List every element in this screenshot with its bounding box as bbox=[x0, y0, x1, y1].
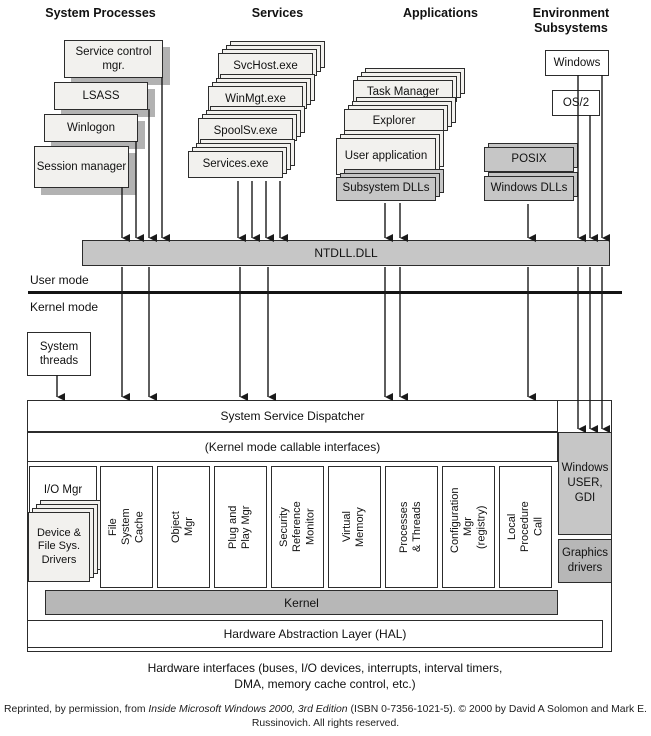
bar-system-service-dispatcher: System Service Dispatcher bbox=[27, 400, 558, 432]
box-session-manager: Session manager bbox=[34, 146, 129, 188]
bar-subsystem-dlls: Subsystem DLLs bbox=[336, 177, 436, 201]
box-windows-subsystem: Windows bbox=[545, 50, 609, 76]
box-system-threads: System threads bbox=[27, 332, 91, 376]
box-winlogon: Winlogon bbox=[44, 114, 138, 142]
box-lsass: LSASS bbox=[54, 82, 148, 110]
stack-windows-dlls: Windows DLLs bbox=[484, 172, 578, 201]
hardware-interfaces-note: Hardware interfaces (buses, I/O devices,… bbox=[147, 661, 503, 692]
label-kernel-mode: Kernel mode bbox=[30, 300, 99, 314]
bar-hal: Hardware Abstraction Layer (HAL) bbox=[27, 620, 603, 648]
stack-device-drivers: Device & File Sys. Drivers bbox=[28, 500, 102, 582]
column-header-applications: Applications bbox=[402, 6, 478, 20]
column-configuration-mgr: Configuration Mgr (registry) bbox=[442, 466, 495, 588]
column-header-services: Services bbox=[251, 6, 304, 20]
bar-windows-dlls: Windows DLLs bbox=[484, 176, 574, 201]
stack-task-manager: Task Manager bbox=[353, 68, 465, 106]
user-kernel-divider bbox=[28, 291, 622, 294]
stack-posix: POSIX bbox=[484, 143, 578, 172]
stack-winmgt: WinMgt.exe bbox=[208, 74, 315, 113]
column-virtual-memory: Virtual Memory bbox=[328, 466, 381, 588]
arrows-to-kernel bbox=[56, 267, 536, 401]
box-service-control-mgr: Service control mgr. bbox=[64, 40, 163, 78]
label-user-mode: User mode bbox=[30, 273, 89, 287]
column-local-procedure-call: Local Procedure Call bbox=[499, 466, 552, 588]
bar-kernel-callable-interfaces: (Kernel mode callable interfaces) bbox=[27, 432, 558, 462]
stack-subsystem-dlls: Subsystem DLLs bbox=[336, 169, 444, 201]
box-user-application: User application bbox=[336, 138, 436, 175]
column-file-system-cache: File System Cache bbox=[100, 466, 153, 588]
column-security-reference-monitor: Security Reference Monitor bbox=[271, 466, 324, 588]
column-header-system-processes: System Processes bbox=[45, 6, 156, 20]
bar-ntdll: NTDLL.DLL bbox=[82, 240, 610, 266]
box-services-exe: Services.exe bbox=[188, 151, 283, 178]
box-os2-subsystem: OS/2 bbox=[552, 90, 600, 116]
copyright-note: Reprinted, by permission, from Inside Mi… bbox=[4, 704, 647, 730]
bar-kernel: Kernel bbox=[45, 590, 558, 615]
column-header-environment-subsystems: Environment Subsystems bbox=[532, 6, 610, 35]
box-posix-subsystem: POSIX bbox=[484, 147, 574, 172]
column-plug-and-play-mgr: Plug and Play Mgr bbox=[214, 466, 267, 588]
box-device-file-sys-drivers: Device & File Sys. Drivers bbox=[28, 512, 90, 582]
stack-services-exe: Services.exe bbox=[188, 139, 295, 178]
column-processes-threads: Processes & Threads bbox=[385, 466, 438, 588]
column-object-mgr: Object Mgr bbox=[157, 466, 210, 588]
box-graphics-drivers: Graphics drivers bbox=[558, 539, 612, 583]
box-windows-user-gdi: Windows USER, GDI bbox=[558, 432, 612, 535]
